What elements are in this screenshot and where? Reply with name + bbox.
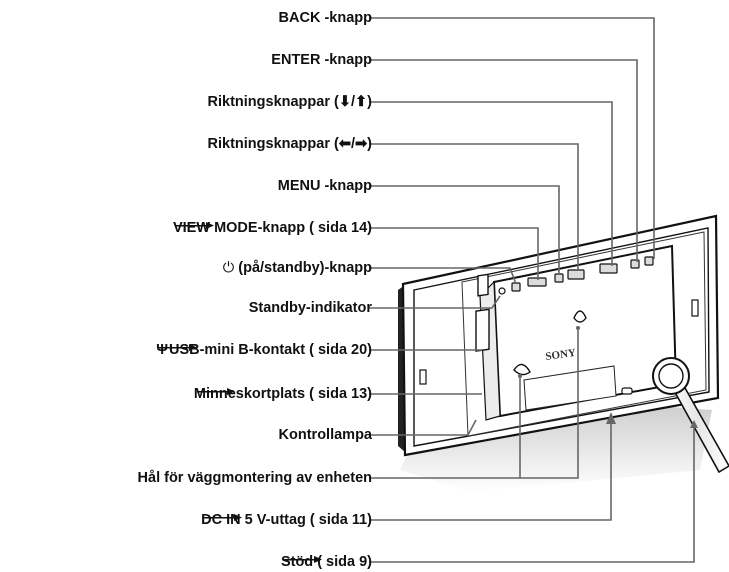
page-ref-arrow-icon (204, 514, 243, 521)
label-menu-button: MENU -knapp (277, 178, 372, 194)
leader-dir-updown (369, 101, 613, 266)
wall-mount-hole-lower (513, 363, 531, 376)
label-standby-indicator: Standby-indikator (248, 300, 372, 316)
side-tab-left (419, 369, 427, 385)
label-dc-in-jack: DC IN 5 V-uttag ( sida 11) (201, 512, 372, 528)
label-plate (523, 365, 617, 411)
page-ref-arrow-icon (196, 388, 235, 395)
leader-enter (369, 59, 638, 262)
label-usb-port: ΨUSB-mini B-kontakt ( sida 20) (156, 342, 372, 358)
label-direction-updown: Riktningsknappar (⬇/⬆) (207, 94, 372, 110)
label-stand: Stöd ( sida 9) (280, 554, 372, 570)
label-enter-button: ENTER -knapp (271, 52, 372, 68)
label-direction-leftright: Riktningsknappar (⬅/➡) (207, 136, 372, 152)
memory-card-slot (475, 308, 490, 352)
leader-standby (369, 295, 501, 309)
standby-led (498, 287, 506, 295)
page-ref-arrow-icon (159, 344, 198, 351)
side-tab-right (691, 299, 699, 317)
label-back-button: BACK -knapp (278, 10, 372, 26)
leader-power (369, 267, 517, 285)
leader-dir-leftright (369, 143, 579, 271)
power-icon: ⏻ (222, 260, 235, 276)
leader-lines (369, 17, 695, 563)
label-wall-mount-holes: Hål för väggmontering av enheten (137, 470, 372, 486)
dc-in-jack (621, 387, 633, 395)
wall-mount-hole-upper (573, 310, 587, 323)
usb-icon: Ψ (156, 342, 168, 358)
page-ref-arrow-icon (175, 222, 214, 229)
leader-stand (369, 424, 695, 563)
leader-lamp (369, 419, 477, 436)
label-power-button: ⏻ (på/standby)-knapp (222, 260, 372, 276)
top-buttons (511, 256, 654, 292)
leader-back (369, 17, 655, 259)
usb-port (477, 273, 489, 297)
leader-viewmode (369, 227, 539, 280)
label-viewmode-button: VIEW MODE-knapp ( sida 14) (172, 220, 372, 236)
leader-dcin (369, 420, 612, 521)
logo: SONY (545, 347, 577, 363)
leader-menu (369, 185, 560, 275)
label-memory-card-slot: Minneskortplats ( sida 13) (193, 386, 372, 402)
page-ref-arrow-icon (283, 556, 322, 563)
label-access-lamp: Kontrollampa (278, 427, 372, 443)
